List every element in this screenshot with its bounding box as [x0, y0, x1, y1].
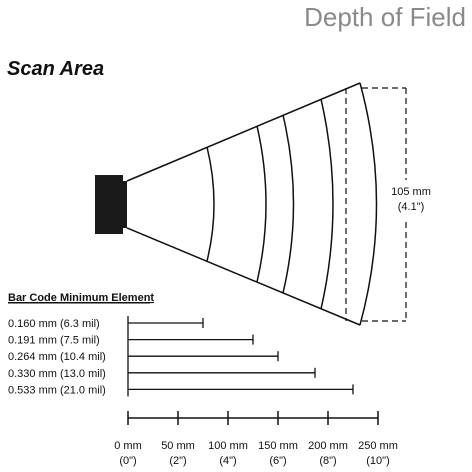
width-dim-mm: 105 mm [391, 186, 431, 198]
element-label: 0.160 mm (6.3 mil) [8, 318, 100, 330]
scanner-head-icon [95, 175, 123, 234]
scanner-window [121, 181, 127, 228]
axis-tick-label-mm: 100 mm [208, 440, 248, 452]
page-title: Depth of Field [304, 2, 466, 32]
axis-tick-label-in: (10") [366, 455, 389, 467]
axis-tick-label-mm: 150 mm [258, 440, 298, 452]
axis-tick-label-in: (8") [319, 455, 336, 467]
legend-title: Bar Code Minimum Element [8, 292, 154, 304]
scan-area-heading: Scan Area [7, 58, 105, 80]
axis-tick-label-mm: 250 mm [358, 440, 398, 452]
scan-cone-bottom-edge [126, 227, 361, 326]
element-label: 0.330 mm (13.0 mil) [8, 368, 106, 380]
axis-tick-label-mm: 50 mm [161, 440, 195, 452]
range-arc-5 [359, 82, 378, 326]
axis-tick-label-in: (2") [169, 455, 186, 467]
element-label: 0.264 mm (10.4 mil) [8, 351, 106, 363]
axis-tick-label-in: (4") [219, 455, 236, 467]
element-label: 0.191 mm (7.5 mil) [8, 335, 100, 347]
range-arc-2 [256, 125, 267, 283]
axis-tick-label-mm: 200 mm [308, 440, 348, 452]
scan-cone-top-edge [126, 82, 361, 182]
element-label: 0.533 mm (21.0 mil) [8, 384, 106, 396]
element-rows: 0.160 mm (6.3 mil) 0.191 mm (7.5 mil) 0.26… [8, 316, 354, 397]
width-dim-in: (4.1") [398, 201, 425, 213]
range-arc-1 [206, 146, 215, 262]
axis-tick-label-mm: 0 mm [114, 440, 142, 452]
range-arc-4 [320, 98, 334, 310]
axis-tick-label-in: (0") [119, 455, 136, 467]
axis-tick-label-in: (6") [269, 455, 286, 467]
range-arc-3 [282, 114, 295, 294]
distance-axis: 0 mm (0") 50 mm (2") 100 mm (4") 150 mm (6") 200… [114, 411, 398, 467]
